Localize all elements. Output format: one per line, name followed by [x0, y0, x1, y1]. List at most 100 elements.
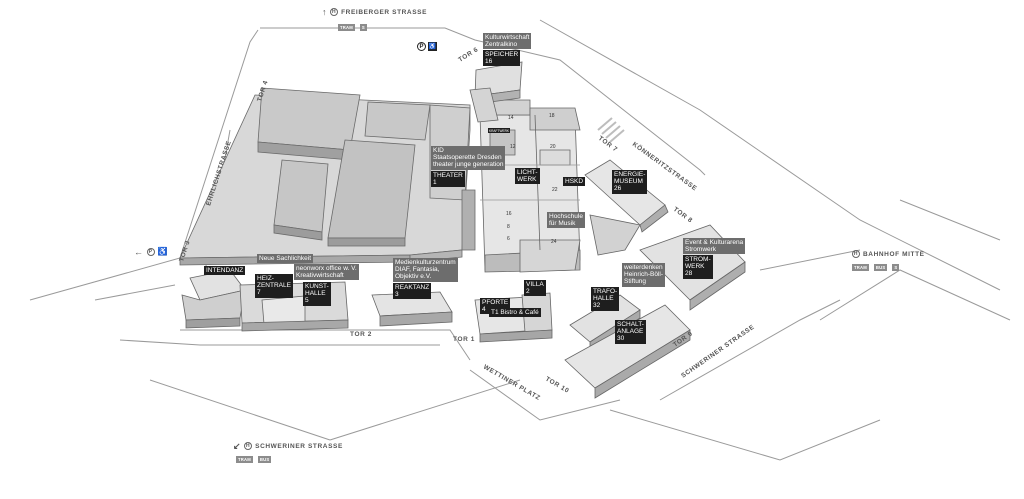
label-intendanz[interactable]: INTENDANZ	[204, 266, 246, 276]
pforte-number: 4	[482, 306, 486, 314]
room-16: 16	[506, 211, 512, 217]
weiterdenken-line1: weiterdenken	[624, 264, 663, 271]
arrow-left-icon: ←	[134, 246, 144, 257]
bus-badge: BUS	[257, 456, 272, 463]
label-event[interactable]: Event & Kulturarena Stromwerk	[683, 238, 746, 255]
intendanz-building	[181, 269, 246, 329]
label-hskd[interactable]: HSKD	[563, 177, 586, 187]
gate-tor8: TOR 8	[672, 206, 694, 225]
label-energiemuseum[interactable]: ENERGIE- MUSEUM 26	[612, 170, 648, 194]
kulturwirtschaft-line1: Kulturwirtschaft	[485, 34, 530, 41]
kunsthalle-line2: HALLE	[305, 290, 326, 298]
neonworx-line2: Kreativwirtschaft	[296, 272, 344, 280]
schaltanlage-building	[564, 304, 691, 399]
room-8: 8	[507, 224, 510, 230]
kid-line1: KID	[433, 147, 444, 154]
tram-badge: TRAM	[338, 24, 355, 31]
label-stromwerk[interactable]: STROM- WERK 28	[683, 255, 713, 279]
energiemuseum-number: 26	[614, 185, 622, 193]
energiemuseum-line2: MUSEUM	[614, 178, 643, 186]
kunsthalle-number: 5	[305, 297, 309, 305]
speicher-number: 16	[485, 58, 493, 66]
schweriner-label: SCHWERINER STRASSE	[255, 442, 343, 450]
trafohalle-number: 32	[593, 302, 601, 310]
hskd-title: HSKD	[565, 178, 584, 185]
stromwerk-line2: WERK	[685, 263, 705, 271]
stromwerk-line1: STROM-	[685, 256, 711, 263]
neue-sachlichkeit-title: Neue Sachlichkeit	[259, 255, 312, 262]
west-parking-marker[interactable]: ← P ♿	[134, 247, 168, 256]
label-trafohalle[interactable]: TRAFO- HALLE 32	[591, 287, 620, 311]
trafohalle-line1: TRAFO-	[593, 288, 618, 295]
reaktanz-title: REAKTANZ	[395, 284, 430, 291]
label-schaltanlage[interactable]: SCHALT- ANLAGE 30	[615, 320, 646, 344]
gate-tor6: TOR 6	[457, 46, 479, 64]
label-kulturwirtschaft[interactable]: Kulturwirtschaft Zentralkino	[483, 33, 532, 50]
room-24: 24	[551, 239, 557, 245]
label-lichtwerk[interactable]: LICHT- WERK	[515, 168, 540, 185]
weiterdenken-line2: Heinrich-Böll-	[624, 271, 664, 279]
gate-tor1: TOR 1	[453, 336, 475, 343]
label-weiterdenken[interactable]: weiterdenken Heinrich-Böll- Stiftung	[622, 263, 666, 287]
bahnhof-transit-badges: TRAM BUS S	[852, 264, 901, 271]
schaltanlage-number: 30	[617, 335, 625, 343]
speicher-building	[469, 61, 523, 123]
kid-line2: Staatsoperette Dresden	[433, 154, 502, 162]
label-villa[interactable]: VILLA 2	[524, 280, 546, 297]
street-wettiner: WETTINER PLATZ	[482, 364, 541, 402]
kulturwirtschaft-line2: Zentralkino	[485, 41, 518, 49]
label-t1-bistro[interactable]: T1 Bistro & Café	[489, 308, 541, 318]
hochschule-line2: für Musik	[549, 220, 576, 228]
lichtwerk-line1: LICHT-	[517, 169, 538, 176]
bahnhof-label: BAHNHOF MITTE	[863, 250, 925, 258]
label-reaktanz[interactable]: REAKTANZ 3	[393, 283, 432, 300]
parking-icon: P	[417, 42, 426, 51]
label-heizzentrale[interactable]: HEIZ- ZENTRALE 7	[255, 274, 293, 298]
s-badge: S	[892, 264, 900, 271]
north-parking-marker[interactable]: P ♿	[417, 42, 437, 51]
crosswalk	[597, 117, 625, 143]
label-neonworx[interactable]: neonworx office w. V. Kreativwirtschaft	[294, 264, 359, 281]
schweriner-strasse-marker[interactable]: ↙ H SCHWERINER STRASSE	[233, 441, 343, 451]
energiemuseum-line1: ENERGIE-	[614, 171, 646, 178]
label-medienkultur[interactable]: Medienkulturzentrum DIAF, Fantasia, Obje…	[393, 258, 458, 282]
tram-badge: TRAM	[236, 456, 253, 463]
label-kunsthalle[interactable]: KUNST- HALLE 5	[303, 282, 331, 306]
neonworx-line1: neonworx office w. V.	[296, 265, 357, 272]
freiberger-strasse-marker[interactable]: ↑ H FREIBERGER STRASSE	[322, 8, 427, 17]
label-hochschule[interactable]: Hochschule für Musik	[547, 212, 585, 229]
schaltanlage-line1: SCHALT-	[617, 321, 644, 328]
theater-number: 1	[433, 179, 437, 187]
hochschule-line1: Hochschule	[549, 213, 583, 220]
bus-badge: BUS	[873, 264, 888, 271]
stromwerk-number: 28	[685, 270, 693, 278]
label-kid[interactable]: KID Staatsoperette Dresden theater junge…	[431, 146, 506, 170]
s-badge: S	[359, 24, 367, 31]
room-20: 20	[550, 144, 556, 150]
heizzentrale-line1: HEIZ-	[257, 275, 274, 282]
kunsthalle-line1: KUNST-	[305, 283, 329, 290]
medienkultur-line1: Medienkulturzentrum	[395, 259, 456, 266]
reaktanz-number: 3	[395, 291, 399, 299]
label-speicher[interactable]: SPEICHER 16	[483, 50, 521, 67]
arrow-down-left-icon: ↙	[233, 441, 242, 451]
label-neue-sachlichkeit[interactable]: Neue Sachlichkeit	[257, 254, 314, 264]
bahnhof-mitte-marker[interactable]: H BAHNHOF MITTE	[852, 250, 925, 258]
stop-icon: H	[852, 250, 860, 258]
wheelchair-icon: ♿	[157, 247, 169, 256]
room-12: 12	[510, 144, 516, 150]
tram-badge: TRAM	[852, 264, 869, 271]
wheelchair-icon: ♿	[428, 42, 437, 51]
trafohalle-line2: HALLE	[593, 295, 614, 303]
pforte-title: PFORTE	[482, 299, 509, 306]
kid-line3: theater junge generation	[433, 161, 504, 169]
villa-title: VILLA	[526, 281, 544, 288]
room-14: 14	[508, 115, 514, 121]
lichtwerk-line2: WERK	[517, 176, 537, 184]
event-line1: Event & Kulturarena	[685, 239, 744, 246]
label-theater[interactable]: THEATER 1	[431, 171, 465, 188]
gate-tor10: TOR 10	[544, 376, 570, 395]
kraftwerk-sign: KRAFTWERK	[488, 128, 511, 133]
weiterdenken-line3: Stiftung	[624, 278, 647, 286]
